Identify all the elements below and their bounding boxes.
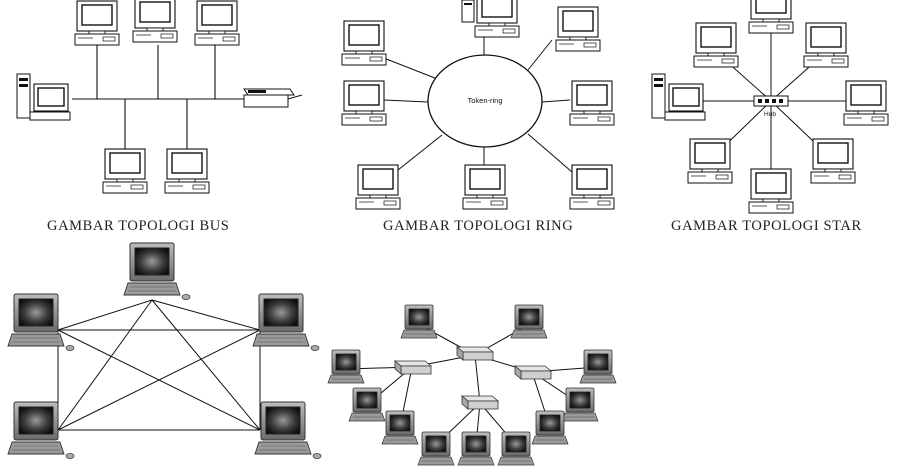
tree-workstation-icon: [497, 431, 535, 466]
bus-pc-icon: [132, 0, 178, 43]
tree-workstation-icon: [531, 410, 569, 445]
star-tower-pc-icon: [651, 73, 706, 121]
tree-workstation-icon: [348, 387, 386, 422]
ring-pc-icon: [474, 0, 520, 38]
tree-workstation-icon: [381, 410, 419, 445]
star-pc-icon: [748, 0, 794, 34]
mesh-workstation-icon: [254, 401, 322, 459]
bus-pc-icon: [102, 148, 148, 194]
caption-ring-topology: GAMBAR TOPOLOGI RING: [383, 218, 574, 234]
ring-topology: Token-ring: [341, 0, 615, 210]
bus-tower-pc-icon: [16, 73, 71, 121]
ring-pc-icon: [569, 164, 615, 210]
ring-cable-lines: [375, 32, 573, 173]
bus-printer-icon: [243, 88, 303, 108]
star-pc-icon: [803, 22, 849, 68]
ring-pc-icon: [341, 20, 387, 66]
mesh-workstation-icon: [123, 242, 191, 300]
tree-workstation-icon: [400, 304, 438, 339]
star-pc-icon: [748, 168, 794, 214]
caption-star-topology: GAMBAR TOPOLOGI STAR: [671, 218, 862, 234]
star-hub-label: Hub: [764, 111, 776, 118]
star-pc-icon: [687, 138, 733, 184]
star-hub-icon: [753, 95, 789, 107]
tree-hub-icon: [461, 395, 499, 410]
star-pc-icon: [843, 80, 889, 126]
tree-workstation-icon: [457, 431, 495, 466]
bus-pc-icon: [74, 0, 120, 46]
tree-workstation-icon: [510, 304, 548, 339]
ring-pc-icon: [355, 164, 401, 210]
star-pc-icon: [693, 22, 739, 68]
bus-pc-icon: [164, 148, 210, 194]
mesh-topology: [7, 242, 322, 459]
caption-bus-topology: GAMBAR TOPOLOGI BUS: [47, 218, 230, 234]
mesh-cable-lines: [57, 299, 261, 431]
token-ring-label: Token-ring: [467, 96, 502, 105]
bus-pc-icon: [194, 0, 240, 46]
tree-hub-icon: [514, 365, 552, 380]
ring-pc-icon: [462, 164, 508, 210]
star-topology: Hub: [651, 0, 889, 214]
tree-workstation-icon: [327, 349, 365, 384]
mesh-workstation-icon: [252, 293, 320, 351]
tree-topology: [327, 304, 617, 466]
ring-tower-icon: [461, 0, 475, 23]
tree-hub-icon: [394, 360, 432, 375]
mesh-workstation-icon: [7, 293, 75, 351]
ring-pc-icon: [555, 6, 601, 52]
tree-workstation-icon: [417, 431, 455, 466]
ring-pc-icon: [569, 80, 615, 126]
bus-topology: [16, 0, 303, 194]
ring-pc-icon: [341, 80, 387, 126]
bus-cable-lines: [72, 45, 245, 152]
token-ring-circle: [427, 54, 543, 148]
tree-hub-icon: [456, 346, 494, 361]
star-pc-icon: [810, 138, 856, 184]
tree-workstation-icon: [579, 349, 617, 384]
tree-workstation-icon: [561, 387, 599, 422]
